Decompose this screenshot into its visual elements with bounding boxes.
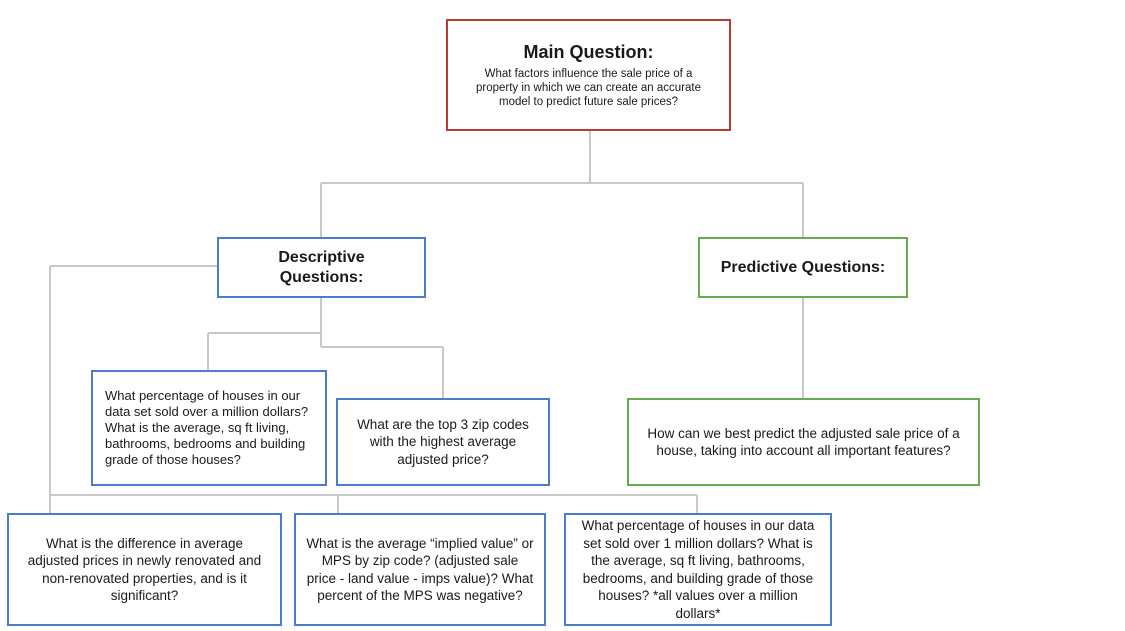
descriptive-question-4-text: What is the average “implied value” or M… [306,535,534,604]
main-question-title: Main Question: [523,41,654,62]
predictive-question-1-text: How can we best predict the adjusted sal… [647,425,960,459]
descriptive-question-2-text: What are the top 3 zip codes with the hi… [357,416,529,467]
descriptive-question-2: What are the top 3 zip codes with the hi… [336,398,550,486]
descriptive-questions-box: Descriptive Questions: [217,237,426,298]
descriptive-question-1-text: What percentage of houses in our data se… [105,388,309,467]
descriptive-question-1: What percentage of houses in our data se… [91,370,327,486]
descriptive-question-3-text: What is the difference in average adjust… [27,535,262,604]
predictive-questions-box: Predictive Questions: [698,237,908,298]
main-question-box: Main Question: What factors influence th… [446,19,731,131]
descriptive-question-5-text: What percentage of houses in our data se… [581,518,815,621]
descriptive-question-5: What percentage of houses in our data se… [564,513,832,626]
descriptive-question-4: What is the average “implied value” or M… [294,513,546,626]
predictive-questions-title: Predictive Questions: [720,258,886,276]
predictive-question-1: How can we best predict the adjusted sal… [627,398,980,486]
main-question-text: What factors influence the sale price of… [475,67,701,108]
descriptive-questions-title: Descriptive Questions: [278,248,365,286]
descriptive-question-3: What is the difference in average adjust… [7,513,282,626]
